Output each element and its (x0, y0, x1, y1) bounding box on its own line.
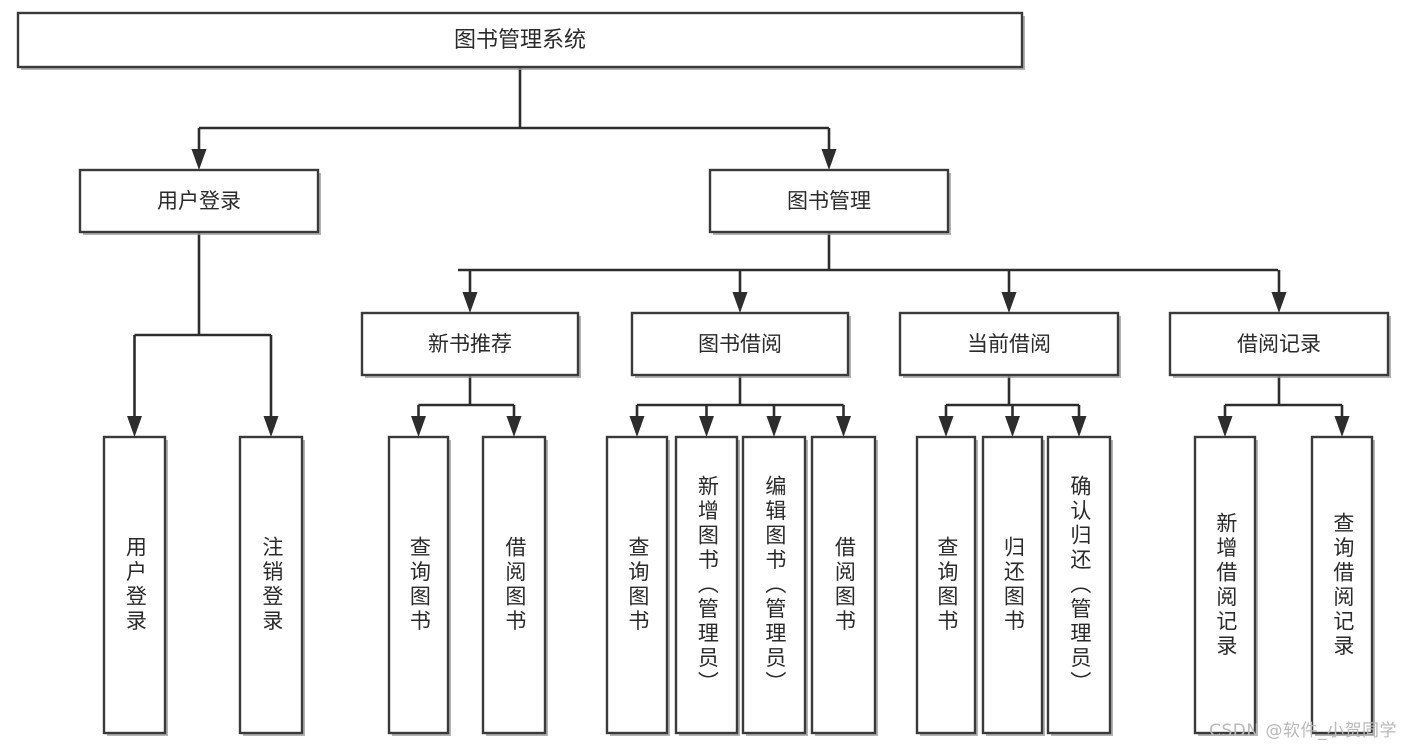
box-outline (898, 311, 1120, 377)
root-node[interactable] (16, 11, 1025, 70)
leaf-box-9[interactable] (915, 435, 978, 736)
box-outline (708, 168, 950, 234)
leaf-box-11[interactable] (1046, 435, 1113, 736)
arrow-head (506, 416, 522, 437)
arrow-head (1217, 416, 1233, 437)
level2-node-1[interactable] (78, 168, 321, 235)
level2-node-label-1: 用户登录 (157, 189, 241, 213)
level3-node-label-4: 借阅记录 (1237, 332, 1321, 356)
box-outline (387, 435, 450, 735)
box-outline (1310, 435, 1374, 735)
box-outline (1193, 435, 1257, 735)
leaf-box-5[interactable] (605, 435, 670, 736)
level2-node-2[interactable] (708, 168, 951, 235)
arrow-head (699, 416, 714, 437)
arrow-head (462, 292, 478, 313)
box-outline (481, 435, 547, 735)
node-boxes (16, 11, 1391, 736)
box-outline (741, 435, 807, 735)
box-outline (981, 435, 1044, 735)
arrow-head (1334, 416, 1350, 437)
arrow-head (732, 292, 748, 313)
arrow-head (821, 149, 837, 170)
leaf-box-4[interactable] (481, 435, 548, 736)
level3-node-4[interactable] (1168, 311, 1391, 378)
leaf-box-13[interactable] (1310, 435, 1375, 736)
arrow-head (836, 416, 851, 437)
leaf-box-1[interactable] (102, 435, 168, 736)
box-outline (915, 435, 977, 735)
box-outline (1046, 435, 1112, 735)
box-outline (78, 168, 320, 234)
leaf-box-6[interactable] (674, 435, 740, 736)
leaf-box-7[interactable] (741, 435, 808, 736)
leaf-box-2[interactable] (238, 435, 305, 736)
box-outline (810, 435, 877, 735)
arrow-head (1001, 292, 1017, 313)
box-outline (16, 11, 1024, 69)
connector-lines (127, 67, 1350, 437)
leaf-box-10[interactable] (981, 435, 1045, 736)
level2-node-label-2: 图书管理 (787, 189, 871, 213)
box-outline (238, 435, 304, 735)
leaf-box-8[interactable] (810, 435, 878, 736)
level3-node-3[interactable] (898, 311, 1121, 378)
arrow-head (938, 416, 954, 437)
leaf-box-3[interactable] (387, 435, 451, 736)
arrow-head (263, 416, 279, 437)
arrow-head (1071, 416, 1087, 437)
level3-node-label-2: 图书借阅 (698, 332, 782, 356)
arrow-head (766, 416, 782, 437)
watermark-text: CSDN @软件_小贺同学 (1209, 721, 1397, 741)
arrow-head (629, 416, 645, 437)
box-outline (1168, 311, 1390, 377)
arrow-head (1005, 416, 1020, 437)
box-outline (630, 311, 850, 377)
box-outline (102, 435, 167, 735)
arrow-head (127, 416, 142, 437)
box-outline (674, 435, 739, 735)
box-outline (360, 311, 580, 377)
level3-node-label-3: 当前借阅 (967, 332, 1051, 356)
box-outline (605, 435, 669, 735)
level3-node-1[interactable] (360, 311, 581, 378)
arrow-head (191, 149, 207, 170)
arrow-head (1271, 292, 1287, 313)
leaf-box-12[interactable] (1193, 435, 1258, 736)
root-node-label: 图书管理系统 (454, 28, 586, 53)
level3-node-2[interactable] (630, 311, 851, 378)
arrow-head (411, 416, 426, 437)
level3-node-label-1: 新书推荐 (428, 332, 512, 356)
